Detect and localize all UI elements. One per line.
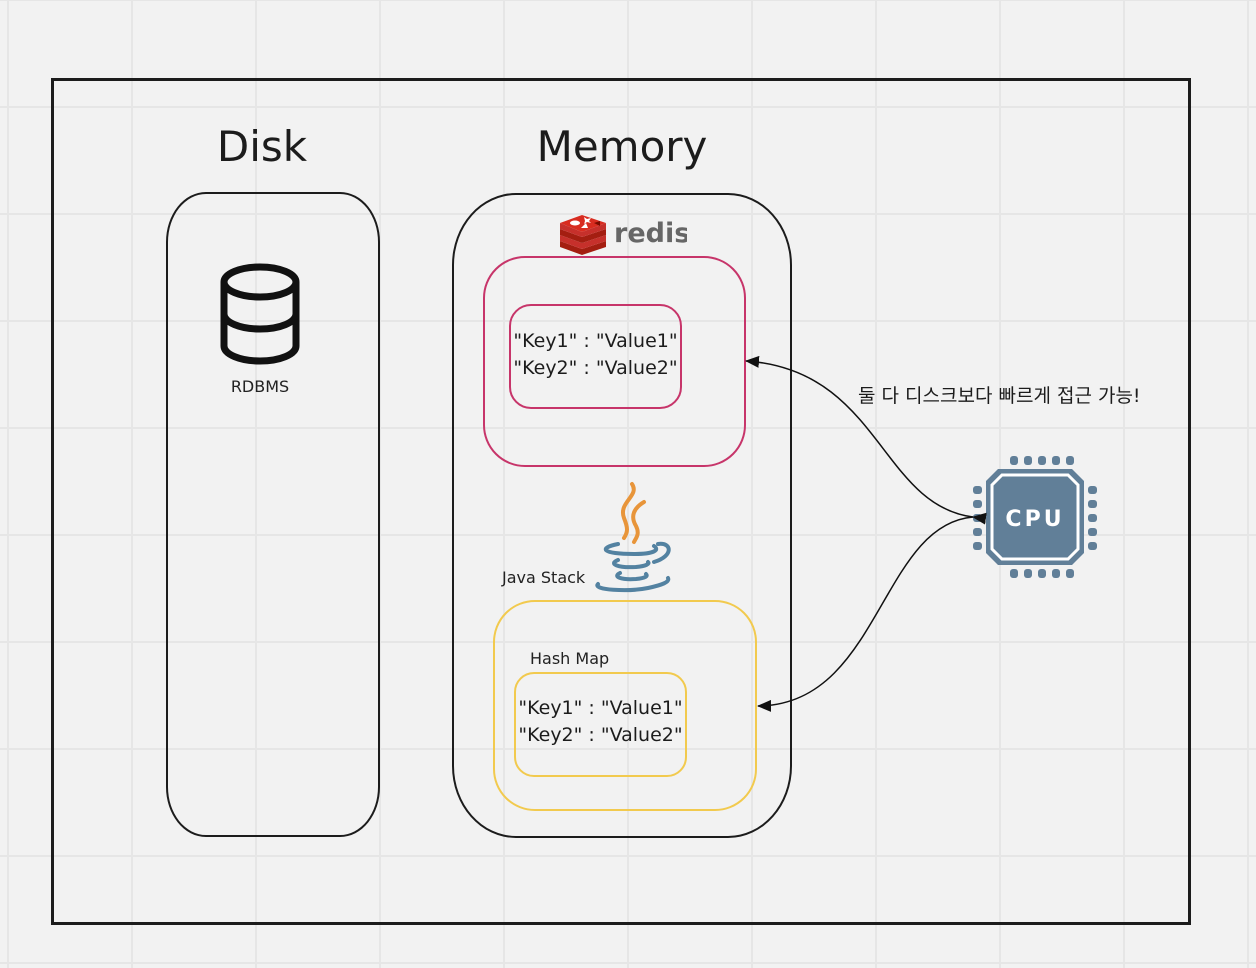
- hashmap-entry: "Key2" : "Value2": [518, 724, 683, 746]
- hashmap-label: Hash Map: [530, 649, 610, 668]
- java-stack-label: Java Stack: [502, 568, 586, 587]
- redis-box: [483, 256, 746, 467]
- hashmap-entry: "Key1" : "Value1": [518, 697, 683, 719]
- cpu-chip-icon: CPU: [973, 456, 1097, 578]
- redis-entries: "Key1" : "Value1" "Key2" : "Value2": [509, 328, 682, 382]
- java-logo-icon: [595, 482, 671, 593]
- memory-title: Memory: [536, 122, 708, 171]
- disk-title: Disk: [216, 122, 308, 171]
- hashmap-entries: "Key1" : "Value1" "Key2" : "Value2": [514, 695, 687, 749]
- annotation-text: 둘 다 디스크보다 빠르게 접근 가능!: [858, 385, 1141, 407]
- java-hashmap-box: [493, 600, 757, 811]
- cpu-label: CPU: [1005, 507, 1064, 532]
- database-icon: [220, 263, 300, 365]
- hashmap-entries-box: [514, 672, 687, 777]
- redis-logo-text: redis: [614, 218, 687, 249]
- disk-container: [166, 192, 380, 837]
- redis-entry: "Key2" : "Value2": [513, 357, 678, 379]
- diagram-frame: [51, 78, 1191, 925]
- rdbms-label: RDBMS: [230, 377, 290, 396]
- redis-logo-icon: redis: [560, 215, 687, 255]
- redis-entry: "Key1" : "Value1": [513, 330, 678, 352]
- redis-entries-box: [509, 304, 682, 409]
